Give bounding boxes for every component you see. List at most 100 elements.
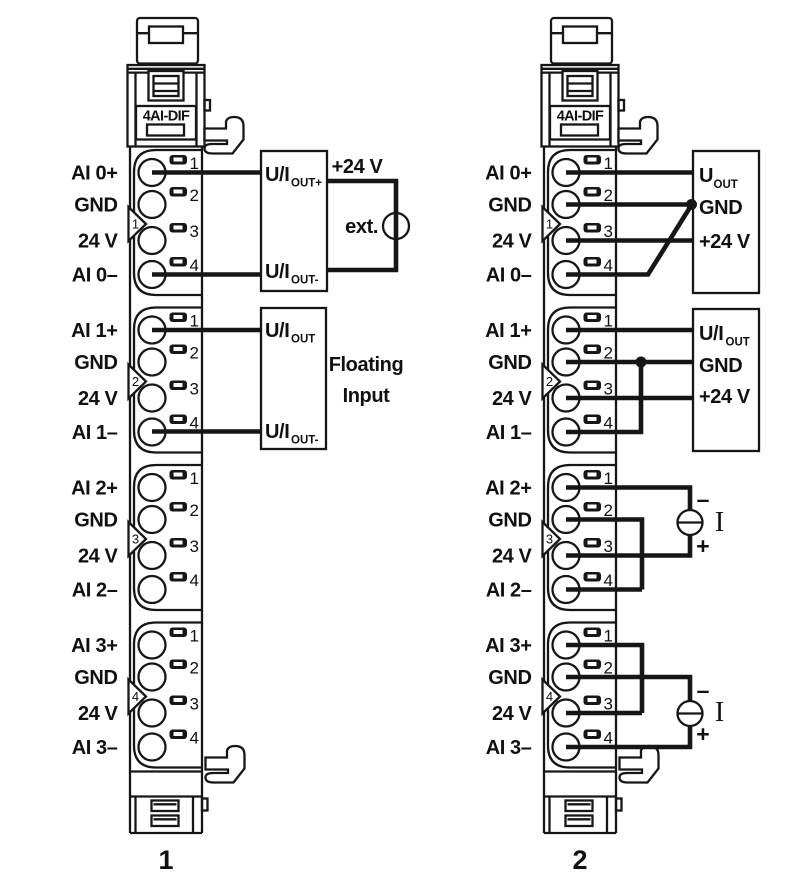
- pin-label: 24 V: [492, 703, 533, 725]
- m1-box2-row1: U/I: [265, 320, 289, 342]
- pin-number: 1: [604, 312, 613, 331]
- junction-dot: [686, 199, 697, 210]
- pin-number: 2: [190, 186, 199, 205]
- m2-box1-row1-sub: OUT: [714, 179, 738, 191]
- m2-box1-row1: U: [699, 165, 713, 187]
- pin-label: AI 1+: [71, 320, 117, 342]
- pin-label: AI 1+: [485, 320, 531, 342]
- wire-m2-ai1m-jumper: [566, 362, 644, 435]
- m2-source2-plus: +: [696, 721, 709, 747]
- m2-transducer-box-2: [691, 307, 761, 453]
- pin-label: 24 V: [78, 703, 119, 725]
- group-marker: 3: [132, 532, 139, 547]
- pin-number: 4: [604, 414, 613, 433]
- m2-transducer-box-1: [691, 149, 761, 295]
- group-marker: 3: [546, 532, 553, 547]
- pin-number: 3: [190, 222, 199, 241]
- m2-source1-plus: +: [696, 533, 709, 559]
- junction-dot: [635, 356, 647, 368]
- pin-label: AI 3–: [72, 737, 118, 759]
- group-marker: 1: [132, 217, 139, 232]
- pin-number: 1: [604, 154, 613, 173]
- module-2-wiring: U OUT GND +24 V U/I OUT GND +24 V – + I …: [566, 149, 761, 750]
- pin-label: AI 0+: [71, 163, 117, 185]
- pin-number: 2: [604, 501, 613, 520]
- pin-number: 1: [190, 627, 199, 646]
- m1-floating-note-2: Input: [343, 385, 391, 407]
- pin-number: 4: [604, 729, 613, 748]
- m1-box1-row1-sub: OUT+: [291, 178, 322, 190]
- group-marker: 4: [546, 689, 553, 704]
- pin-label: AI 3+: [71, 635, 117, 657]
- group-marker: 4: [132, 689, 139, 704]
- pin-number: 2: [190, 659, 199, 678]
- pin-label: 24 V: [78, 388, 119, 410]
- pin-label: GND: [74, 352, 117, 374]
- m2-source1-minus: –: [697, 486, 710, 512]
- m1-transducer-box-1: [259, 149, 329, 293]
- pin-number: 2: [190, 344, 199, 363]
- pin-label: AI 0+: [485, 163, 531, 185]
- pin-number: 3: [190, 380, 199, 399]
- pin-label: AI 3+: [485, 635, 531, 657]
- pin-label: AI 3–: [486, 737, 532, 759]
- module-1-wiring: U/I OUT+ U/I OUT- +24 V ext. U/I OUT U/I…: [152, 149, 411, 451]
- pin-number: 4: [190, 571, 199, 590]
- pin-label: GND: [488, 195, 531, 217]
- m2-box2-row1: U/I: [699, 323, 723, 345]
- m1-device-label: 4AI-DIF: [143, 109, 190, 125]
- module-1-texts: 4AI-DIF AI 0+ GND 24 V AI 0– AI 1+ GND 2…: [71, 109, 199, 876]
- pin-label: AI 1–: [72, 422, 118, 444]
- pin-number: 3: [604, 380, 613, 399]
- pin-label: AI 2–: [72, 580, 118, 602]
- m2-box1-row3: +24 V: [699, 231, 751, 253]
- wire-m2-24v2: [566, 535, 693, 558]
- m1-floating-note-1: Floating: [329, 354, 404, 376]
- m1-box2-row2: U/I: [265, 421, 289, 443]
- m1-ext-source-icon: [381, 211, 411, 241]
- wire-m2-gnd3: [566, 674, 693, 702]
- group-marker: 2: [132, 374, 139, 389]
- module-2-texts: 4AI-DIF AI 0+ GND 24 V AI 0– AI 1+ GND 2…: [485, 109, 613, 876]
- m2-box2-row1-sub: OUT: [726, 337, 750, 349]
- pin-number: 2: [604, 186, 613, 205]
- m2-box2-row2: GND: [699, 355, 742, 377]
- pin-label: AI 2–: [486, 580, 532, 602]
- wire-m2-ai2p: [566, 485, 693, 510]
- pin-label: 24 V: [78, 546, 119, 568]
- pin-label: GND: [488, 667, 531, 689]
- m1-box2-row2-sub: OUT-: [291, 435, 319, 447]
- pin-label: AI 0–: [72, 265, 118, 287]
- wire-m2-ai0m-diagonal: [566, 203, 694, 277]
- m2-box2-row3: +24 V: [699, 386, 751, 408]
- pin-number: 3: [190, 695, 199, 714]
- m1-box2-row1-sub: OUT: [291, 334, 315, 346]
- pin-number: 1: [604, 469, 613, 488]
- pin-number: 4: [604, 256, 613, 275]
- wire-m2-gnd2-jumper: [566, 517, 645, 590]
- pin-number: 3: [190, 537, 199, 556]
- m2-source2-minus: –: [697, 677, 710, 703]
- pin-number: 4: [190, 414, 199, 433]
- module-1-body: [128, 18, 245, 833]
- group-marker: 2: [546, 374, 553, 389]
- pin-label: GND: [488, 352, 531, 374]
- pin-label: 24 V: [492, 388, 533, 410]
- pin-number: 2: [604, 344, 613, 363]
- pin-number: 4: [604, 571, 613, 590]
- wire-m2-ai3m: [566, 726, 693, 750]
- m1-box1-row1: U/I: [265, 164, 289, 186]
- pin-label: 24 V: [492, 231, 533, 253]
- pin-label: GND: [74, 510, 117, 532]
- m1-supply-label: +24 V: [332, 156, 384, 178]
- module-2-caption: 2: [572, 845, 587, 875]
- m1-box1-row2: U/I: [265, 261, 289, 283]
- pin-number: 1: [190, 312, 199, 331]
- module-1-caption: 1: [158, 845, 173, 875]
- pin-number: 1: [190, 469, 199, 488]
- pin-label: GND: [488, 510, 531, 532]
- pin-number: 4: [190, 729, 199, 748]
- wire-m2-ai3p-jumper: [566, 642, 645, 713]
- pin-label: GND: [74, 195, 117, 217]
